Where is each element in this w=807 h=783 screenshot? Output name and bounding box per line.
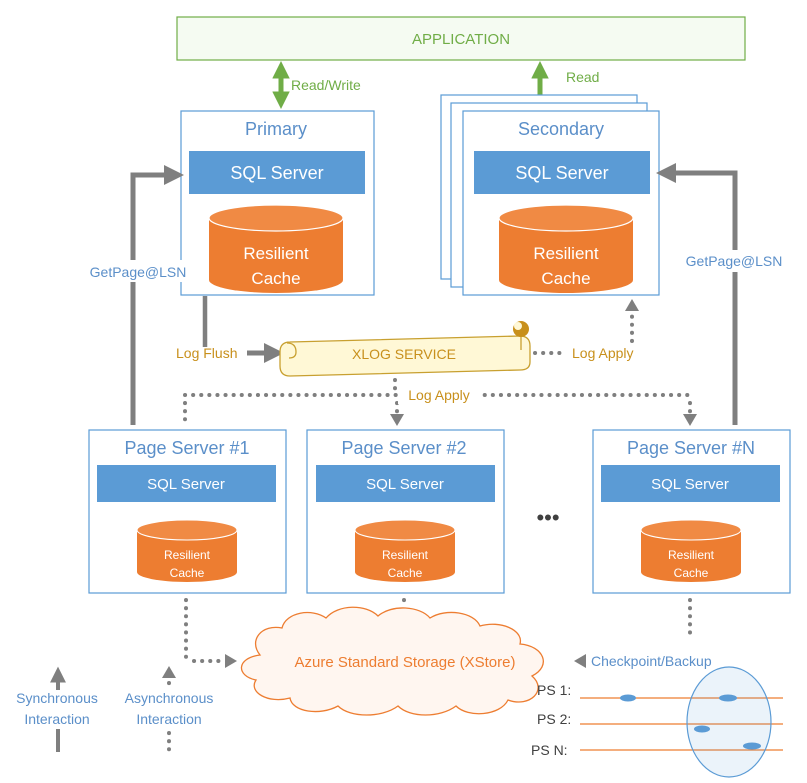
- primary-cache-line2: Cache: [251, 269, 300, 288]
- azure-storage-cloud: [240, 606, 544, 716]
- primary-box: Primary SQL Server Resilient Cache: [180, 110, 375, 296]
- log-flush-arrow: [202, 296, 284, 363]
- secondary-cache-line2: Cache: [541, 269, 590, 288]
- timeline-row-ps2: PS 2:: [537, 711, 571, 727]
- legend-async-line1: Asynchronous: [125, 690, 214, 706]
- primary-sql-label: SQL Server: [230, 163, 323, 183]
- checkpoint-timeline: PS 1: PS 2: PS N:: [531, 666, 783, 778]
- timeline-row-ps1: PS 1:: [537, 682, 571, 698]
- page-server-2-sql: [316, 465, 495, 502]
- legend-async-line2: Interaction: [136, 711, 201, 727]
- page-server-1: Page Server #1 SQL Server Resilient Cach…: [88, 429, 287, 594]
- log-apply-secondary-label: Log Apply: [572, 345, 634, 361]
- page-server-1-cache-line2: Cache: [170, 566, 205, 580]
- secondary-stack: Secondary SQL Server Resilient Cache: [440, 94, 660, 296]
- page-server-2: Page Server #2 SQL Server Resilient Cach…: [306, 429, 505, 594]
- page-server-1-cache-line1: Resilient: [164, 548, 211, 562]
- log-flush-label: Log Flush: [176, 345, 237, 361]
- application-label: APPLICATION: [412, 31, 510, 48]
- checkpoint-window-ellipse: [686, 666, 772, 778]
- getpage-right-label: GetPage@LSN: [686, 253, 783, 269]
- checkpoint-backup-label: Checkpoint/Backup: [591, 653, 712, 669]
- log-apply-secondary-arrow: [533, 299, 639, 355]
- page-server-1-sql: [97, 465, 276, 502]
- page-server-2-cache-line2: Cache: [388, 566, 423, 580]
- azure-storage-label: Azure Standard Storage (XStore): [295, 654, 516, 671]
- secondary-cache-cylinder: [498, 204, 634, 293]
- legend-asynchronous: Asynchronous Interaction: [125, 666, 214, 754]
- log-apply-pages-label: Log Apply: [408, 387, 470, 403]
- secondary-cache-line1: Resilient: [533, 244, 598, 263]
- page-server-2-cache-line1: Resilient: [382, 548, 429, 562]
- primary-cache-cylinder: [208, 204, 344, 293]
- page-server-1-title: Page Server #1: [124, 438, 249, 458]
- page-server-1-cache: [136, 519, 238, 582]
- page-server-n-title: Page Server #N: [627, 438, 755, 458]
- getpage-right-arrow: [656, 163, 738, 425]
- page-server-1-sql-label: SQL Server: [147, 476, 225, 493]
- read-write-label: Read/Write: [291, 77, 361, 93]
- getpage-left-arrow: [130, 165, 184, 425]
- legend-sync-line2: Interaction: [24, 711, 89, 727]
- page-server-n-sql-label: SQL Server: [651, 476, 729, 493]
- timeline-row-psn: PS N:: [531, 742, 568, 758]
- page-server-n-cache-line1: Resilient: [668, 548, 715, 562]
- page-server-2-title: Page Server #2: [341, 438, 466, 458]
- page-server-n-cache: [640, 519, 742, 582]
- secondary-title: Secondary: [518, 119, 604, 139]
- xlog-service-scroll: [279, 321, 531, 377]
- read-label: Read: [566, 69, 599, 85]
- page-server-n: Page Server #N SQL Server Resilient Cach…: [592, 429, 791, 594]
- getpage-left-label: GetPage@LSN: [90, 264, 187, 280]
- page-server-n-sql: [601, 465, 780, 502]
- page-server-2-cache: [354, 519, 456, 582]
- application-box: APPLICATION: [176, 16, 746, 61]
- primary-title: Primary: [245, 119, 307, 139]
- page-server-n-cache-line2: Cache: [674, 566, 709, 580]
- more-page-servers-ellipsis: •••: [536, 505, 559, 530]
- secondary-sql-server: [474, 151, 650, 194]
- xlog-service-label: XLOG SERVICE: [352, 346, 456, 362]
- page-server-2-sql-label: SQL Server: [366, 476, 444, 493]
- legend-synchronous: Synchronous Interaction: [16, 666, 98, 752]
- legend-sync-line1: Synchronous: [16, 690, 98, 706]
- secondary-sql-label: SQL Server: [515, 163, 608, 183]
- primary-cache-line1: Resilient: [243, 244, 308, 263]
- primary-sql-server: [189, 151, 365, 194]
